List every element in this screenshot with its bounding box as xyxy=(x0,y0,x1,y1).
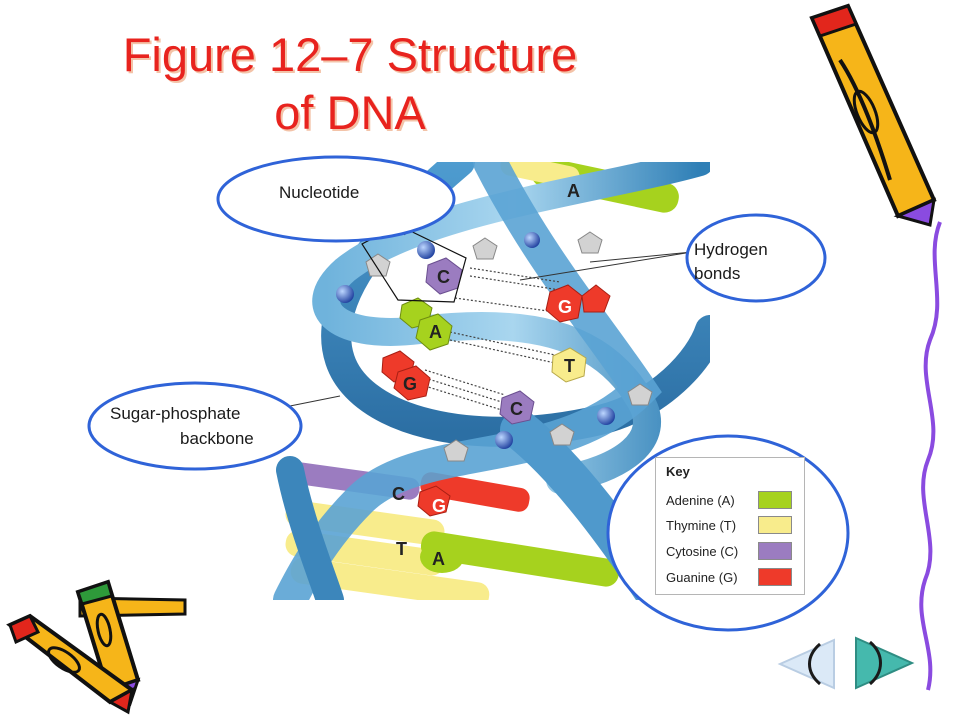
base-guanine-right xyxy=(545,284,611,323)
key-item-adenine: Adenine (A) xyxy=(666,493,735,508)
base-adenine-lower xyxy=(420,541,464,573)
pencils-icon xyxy=(6,579,187,715)
forward-arrow-icon[interactable] xyxy=(852,634,916,692)
pencil-icon xyxy=(809,3,937,227)
key-item-thymine: Thymine (T) xyxy=(666,518,737,533)
base-cytosine-lower xyxy=(499,390,535,425)
sugar-pentagons xyxy=(365,231,653,462)
key-item-cytosine: Cytosine (C) xyxy=(666,544,739,559)
slide-title-line2: of DNA xyxy=(274,86,426,139)
hydrogen-bonds-callout xyxy=(685,213,827,303)
key-swatch-adenine xyxy=(758,491,792,509)
base-letter-c-lower: C xyxy=(510,399,523,419)
back-arrow-icon[interactable] xyxy=(776,636,838,692)
nucleotide-callout xyxy=(216,155,456,243)
base-guanine-lower xyxy=(417,485,451,517)
key-swatch-guanine xyxy=(758,568,792,586)
base-letter-c-top: C xyxy=(437,267,450,287)
sugar-phosphate-callout xyxy=(87,381,303,471)
base-letter-a-mid: A xyxy=(429,322,442,342)
hydrogen-bonds-label-line2: bonds xyxy=(694,264,741,283)
base-letter-c-bottom: C xyxy=(392,484,405,504)
base-pair-rungs-bottom xyxy=(285,462,620,600)
base-letter-t-bottom: T xyxy=(396,539,407,559)
sugar-phosphate-label-line1: Sugar-phosphate xyxy=(110,404,241,423)
phosphate-balls xyxy=(336,232,615,449)
base-thymine-mid xyxy=(551,347,587,383)
hydrogen-bonds-label-line1: Hydrogen xyxy=(694,240,768,259)
key-swatch-cytosine xyxy=(758,542,792,560)
hydrogen-bond-lines xyxy=(424,267,561,412)
key-swatch-thymine xyxy=(758,516,792,534)
slide-title-line1: Figure 12–7 Structure xyxy=(122,28,578,81)
slide-title: Figure 12–7 Structure of DNA xyxy=(40,26,660,142)
base-guanine-left xyxy=(381,350,431,401)
base-letter-g-right: G xyxy=(558,297,572,317)
base-letter-a-bottom: A xyxy=(432,549,445,569)
base-letter-a-top: A xyxy=(567,181,580,201)
base-letter-g-bottom: G xyxy=(432,496,446,516)
key-item-guanine: Guanine (G) xyxy=(666,570,738,585)
base-adenine-mid xyxy=(399,297,453,351)
decorative-wave-line xyxy=(919,221,942,691)
sugar-phosphate-label-line2: backbone xyxy=(180,429,254,448)
base-letter-t-mid: T xyxy=(564,356,575,376)
base-color-key: Key Adenine (A) Thymine (T) Cytosine (C)… xyxy=(655,457,805,595)
nucleotide-label: Nucleotide xyxy=(279,183,360,202)
base-letter-g-left: G xyxy=(403,374,417,394)
key-title: Key xyxy=(666,464,690,479)
